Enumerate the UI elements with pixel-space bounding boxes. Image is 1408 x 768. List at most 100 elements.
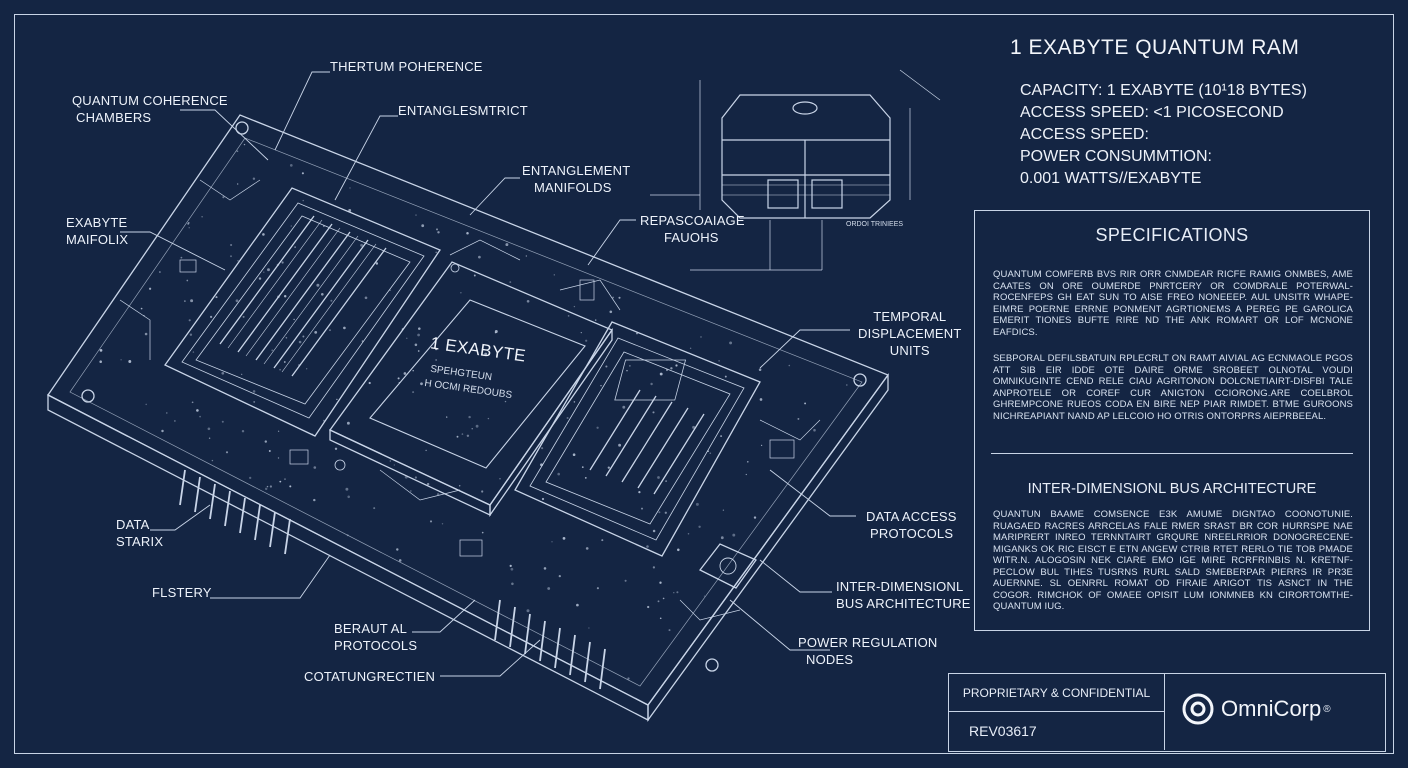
circuit-speck: [626, 369, 628, 372]
circuit-speck: [348, 209, 352, 212]
circuit-speck: [566, 416, 569, 420]
circuit-speck: [418, 327, 421, 330]
circuit-speck: [484, 352, 488, 356]
circuit-speck: [166, 412, 168, 414]
circuit-speck: [120, 359, 122, 361]
circuit-speck: [396, 548, 399, 551]
callout-line: ENTANGLESMTRICT: [398, 103, 528, 118]
circuit-speck: [718, 360, 720, 362]
callout-cotatung: COTATUNGRECTIEN: [304, 668, 435, 685]
circuit-speck: [692, 425, 696, 429]
circuit-speck: [659, 617, 662, 620]
circuit-speck: [466, 434, 470, 437]
circuit-speck: [404, 475, 408, 479]
callout-line: ENTANGLEMENT: [522, 163, 631, 178]
circuit-speck: [314, 331, 318, 334]
circuit-speck: [624, 579, 627, 582]
circuit-speck: [389, 289, 391, 291]
left-memory-chamber: [164, 187, 441, 437]
circuit-speck: [609, 310, 613, 314]
circuit-speck: [580, 331, 582, 334]
circuit-speck: [618, 296, 621, 299]
circuit-speck: [665, 368, 669, 372]
circuit-speck: [271, 349, 274, 352]
callout-line: PROTOCOLS: [334, 638, 418, 653]
callout-thertum: THERTUM POHERENCE: [330, 58, 483, 75]
circuit-speck: [285, 337, 288, 339]
circuit-speck: [349, 187, 351, 189]
circuit-speck: [478, 255, 481, 259]
circuit-speck: [636, 332, 638, 335]
circuit-speck: [446, 416, 448, 418]
circuit-speck: [346, 421, 350, 425]
circuit-speck: [473, 274, 476, 277]
circuit-speck: [294, 246, 296, 248]
callout-line: FAUOHS: [664, 230, 719, 245]
circuit-speck: [293, 318, 295, 321]
circuit-speck: [190, 299, 194, 303]
circuit-speck: [253, 400, 256, 403]
circuit-speck: [415, 214, 417, 216]
circuit-speck: [401, 328, 404, 330]
callout-line: CHAMBERS: [76, 110, 152, 125]
circuit-speck: [638, 490, 641, 494]
callout-line: MANIFOLDS: [534, 180, 612, 195]
specifications-heading: SPECIFICATIONS: [1095, 225, 1249, 245]
circuit-speck: [403, 372, 407, 375]
circuit-speck: [646, 545, 649, 548]
circuit-speck: [264, 440, 267, 443]
callout-line: BUS ARCHITECTURE: [836, 596, 971, 611]
circuit-speck: [788, 364, 791, 367]
circuit-speck: [302, 199, 304, 202]
circuit-speck: [543, 567, 547, 570]
callout-line: NODES: [806, 652, 854, 667]
callout-data-access: DATA ACCESS PROTOCOLS: [866, 508, 957, 542]
circuit-speck: [703, 595, 706, 597]
circuit-speck: [618, 443, 622, 447]
circuit-speck: [607, 466, 610, 469]
circuit-speck: [562, 537, 566, 540]
spec-access-speed-2: ACCESS SPEED:: [1020, 126, 1149, 143]
circuit-speck: [662, 597, 665, 600]
circuit-speck: [207, 427, 211, 431]
circuit-speck: [547, 587, 551, 590]
specs-summary: CAPACITY: 1 EXABYTE (10¹18 BYTES) ACCESS…: [1020, 80, 1307, 190]
circuit-speck: [722, 509, 725, 511]
circuit-speck: [276, 263, 280, 267]
circuit-speck: [600, 385, 602, 387]
spec-paragraph-2: SEBPORAL DEFILSBATUIN RPLECRLT ON RAMT A…: [993, 353, 1353, 422]
circuit-speck: [283, 294, 287, 298]
circuit-speck: [664, 511, 667, 514]
circuit-speck: [368, 381, 371, 385]
circuit-speck: [145, 403, 147, 406]
circuit-speck: [336, 398, 338, 401]
circuit-speck: [585, 547, 589, 550]
circuit-speck: [269, 485, 273, 488]
circuit-speck: [279, 368, 281, 371]
callout-line: COTATUNGRECTIEN: [304, 669, 436, 684]
detail-caption: ORDOI TRINIEES: [846, 221, 904, 228]
spec-power-value: 0.001 WATTS//EXABYTE: [1020, 170, 1202, 187]
circuit-speck: [652, 411, 655, 414]
circuit-speck: [487, 417, 490, 420]
circuit-speck: [525, 255, 527, 257]
circuit-speck: [437, 231, 440, 234]
circuit-speck: [435, 359, 437, 361]
circuit-speck: [397, 377, 400, 380]
circuit-speck: [140, 307, 143, 310]
callout-line: REPASCOAIAGE: [640, 213, 745, 228]
circuit-speck: [277, 457, 280, 459]
circuit-speck: [361, 340, 364, 342]
callout-line: DATA ACCESS: [866, 509, 957, 524]
circuit-speck: [724, 375, 727, 378]
circuit-speck: [758, 368, 762, 371]
circuit-speck: [187, 222, 190, 225]
circuit-speck: [258, 277, 262, 280]
circuit-speck: [573, 305, 576, 308]
circuit-speck: [412, 391, 415, 394]
circuit-speck: [406, 337, 408, 339]
circuit-speck: [558, 574, 561, 578]
bus-architecture-heading: INTER-DIMENSIONL BUS ARCHITECTURE: [1027, 481, 1317, 497]
circuit-speck: [375, 262, 379, 265]
callout-data-starix: DATA STARIX: [116, 516, 163, 550]
